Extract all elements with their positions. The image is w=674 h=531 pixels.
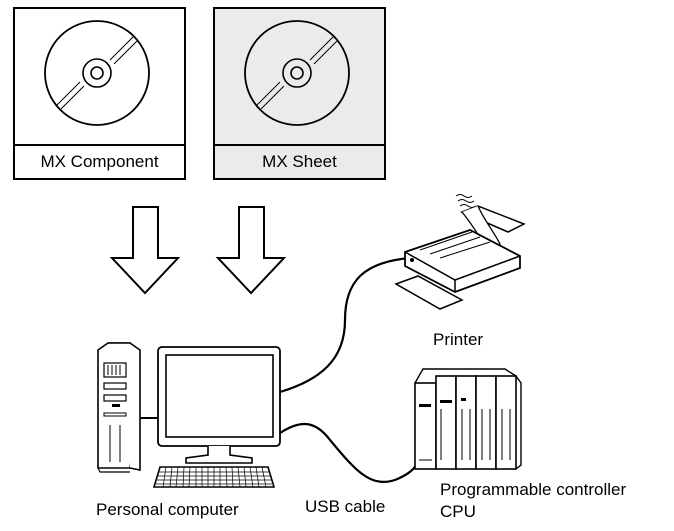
mx-component-label: MX Component: [40, 152, 159, 171]
usb-cable-line: [279, 423, 419, 483]
printer-cable: [279, 256, 411, 394]
install-arrow-icon: [109, 206, 181, 295]
plc-label-line1: Programmable controller: [440, 480, 627, 499]
printer-icon: [394, 194, 526, 310]
install-arrow-icon: [215, 206, 287, 295]
mx-component-package: [13, 7, 186, 180]
mx-sheet-label: MX Sheet: [262, 152, 337, 171]
mx-sheet-package: [213, 7, 386, 180]
usb-cable-label: USB cable: [305, 497, 386, 516]
printer-label: Printer: [433, 330, 484, 349]
cd-disc-icon: [244, 20, 350, 126]
personal-computer-icon: [97, 342, 281, 488]
pc-monitor: [157, 346, 281, 464]
plc-label-line2: CPU: [440, 502, 476, 521]
pc-tower: [97, 342, 141, 473]
cd-disc-icon: [44, 20, 150, 126]
personal-computer-label: Personal computer: [96, 500, 239, 519]
pc-keyboard: [152, 466, 276, 488]
plc-icon: [414, 368, 522, 470]
